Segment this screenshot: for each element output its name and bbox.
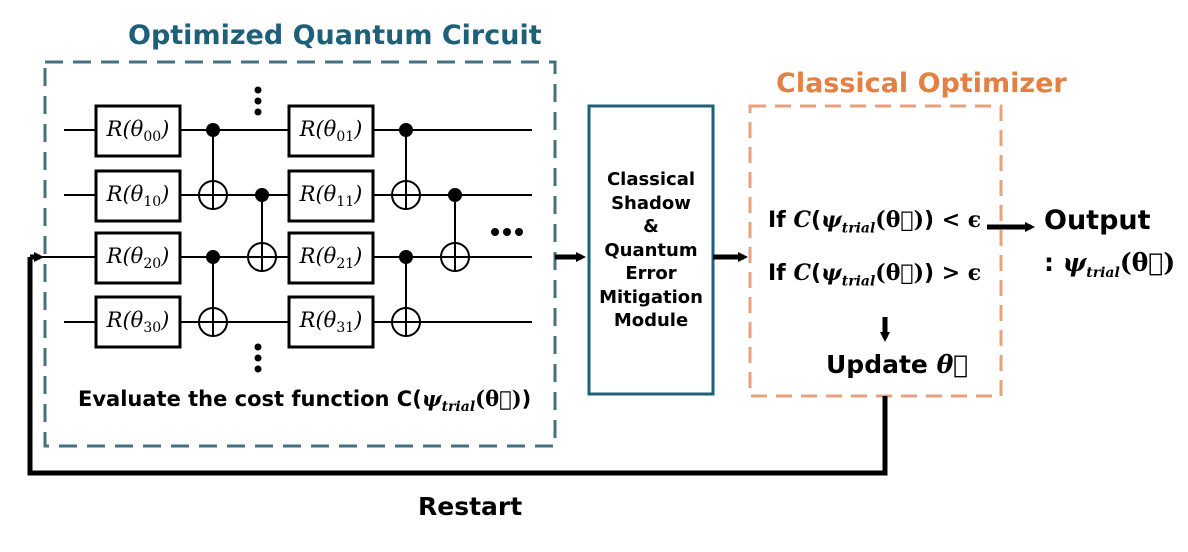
gate-label-11: R(θ11): [299, 182, 363, 211]
module-box: [587, 104, 715, 396]
update-theta-label: Update θ⃗: [826, 350, 969, 379]
gate-label-10: R(θ10): [106, 182, 170, 211]
gate-label-30: R(θ30): [106, 308, 170, 337]
condition-greater-than: If C(ψtrial(θ⃗)) > ϵ: [768, 260, 982, 290]
classical-optimizer-frame: [748, 104, 1003, 398]
gate-label-21: R(θ21): [299, 244, 363, 273]
classical-optimizer-title: Classical Optimizer: [776, 68, 1067, 99]
gate-label-31: R(θ31): [299, 308, 363, 337]
output-label: Output: [1044, 205, 1151, 236]
qubit-wires: [37, 129, 532, 323]
restart-label: Restart: [418, 492, 523, 521]
gate-boxes: [94, 104, 375, 349]
cost-function-label: Evaluate the cost function C(ψtrial(θ⃗)): [78, 386, 532, 416]
gate-label-01: R(θ01): [299, 117, 363, 146]
module-label: Classical Shadow & Quantum Error Mitigat…: [599, 169, 703, 331]
gate-label-20: R(θ20): [106, 244, 170, 273]
quantum-circuit-frame: [43, 60, 557, 448]
output-psi: : ψtrial(θ⃗): [1044, 248, 1176, 281]
horizontal-ellipsis: [491, 228, 523, 236]
condition-less-than: If C(ψtrial(θ⃗)) < ϵ: [768, 207, 982, 237]
target-symbols: [198, 180, 470, 337]
gate-label-00: R(θ00): [106, 117, 170, 146]
control-dots: [206, 123, 462, 264]
quantum-circuit-title: Optimized Quantum Circuit: [128, 20, 542, 51]
restart-loop-line: [27, 257, 888, 476]
vertical-ellipsis: [254, 86, 262, 373]
